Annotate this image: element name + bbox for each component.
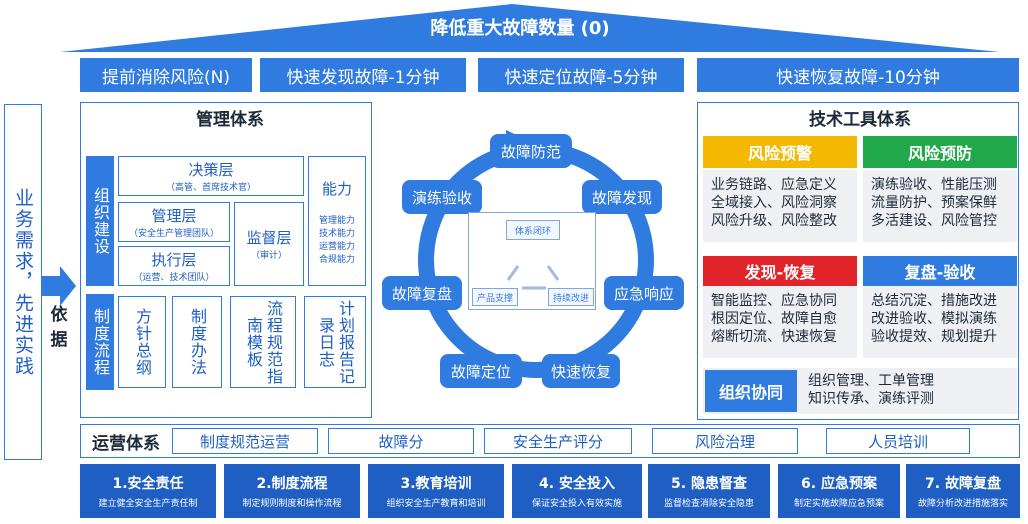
cycle-center-product-support: 产品支撑 xyxy=(472,288,518,306)
process-label: 制度流程 xyxy=(86,294,114,390)
card-review-accept: 总结沉淀、措施改进 改进验收、模拟演练 验收提效、规划提升 xyxy=(863,286,1017,358)
pillar-sub: 故障分析改进措施落实 xyxy=(917,499,1008,509)
cycle-node-recover: 快速恢复 xyxy=(542,354,620,388)
card-detect-recover: 智能监控、应急协同 根因定位、故障自愈 熔断切流、快速恢复 xyxy=(703,286,857,358)
goal-fast-recover: 快速恢复故障-10分钟 xyxy=(697,58,1019,92)
pillar-hazard-inspection: 5. 隐患督查 监督检查消除安全隐患 xyxy=(648,464,770,518)
tech-title: 技术工具体系 xyxy=(809,109,911,130)
cycle-node-respond: 应急响应 xyxy=(604,276,684,310)
pillar-fault-review: 7. 故障复盘 故障分析改进措施落实 xyxy=(906,464,1020,518)
card-risk-warning: 业务链路、应急定义 全域接入、风险洞察 风险升级、风险整改 xyxy=(703,170,857,242)
roof-title: 降低重大故障数量 (0) xyxy=(430,18,610,39)
tag-org-collab: 组织协同 xyxy=(705,370,797,412)
card-line: 组织管理、工单管理 xyxy=(808,373,934,389)
pillar-sub: 制定实施故障应急预案 xyxy=(793,499,884,509)
basis-label: 依据 xyxy=(50,305,68,350)
pillar-training: 3.教育培训 组织安全生产教育和培训 xyxy=(368,464,504,518)
tag-risk-warning: 风险预警 xyxy=(703,136,857,168)
card-line: 演练验收、性能压测 xyxy=(871,177,997,193)
pillar-process: 2.制度流程 制定规则制度和操作流程 xyxy=(224,464,360,518)
pillar-title: 2.制度流程 xyxy=(256,476,328,492)
card-line: 业务链路、应急定义 xyxy=(711,177,837,193)
card-line: 根因定位、故障自愈 xyxy=(711,311,837,327)
card-line: 风险升级、风险整改 xyxy=(711,213,837,229)
card-line: 全域接入、风险洞察 xyxy=(711,195,837,211)
supervision-layer-sub: （审计） xyxy=(250,251,287,261)
supervision-layer-title: 监督层 xyxy=(246,229,292,247)
card-line: 熔断切流、快速恢复 xyxy=(711,329,837,345)
ops-item-training: 人员培训 xyxy=(826,428,970,454)
ops-item-risk-governance: 风险治理 xyxy=(652,428,798,454)
cycle-node-prevent: 故障防范 xyxy=(490,134,572,168)
card-line: 改进验收、模拟演练 xyxy=(871,311,997,327)
cycle-center-closed-loop: 体系闭环 xyxy=(506,220,560,240)
supervision-layer: 监督层 （审计） xyxy=(234,202,304,286)
ability-item: 技术能力 xyxy=(318,228,355,239)
ability-item: 管理能力 xyxy=(318,215,355,226)
pillar-investment: 4. 安全投入 保证安全投入有效实施 xyxy=(512,464,642,518)
org-collab-lines: 组织管理、工单管理 知识传承、演练评测 xyxy=(808,372,1008,408)
tag-risk-prevention: 风险预防 xyxy=(863,136,1017,168)
plan-report-doc: 计划报告记录日志 xyxy=(304,296,366,388)
org-building-label: 组织建设 xyxy=(86,156,114,286)
ability-item: 合规能力 xyxy=(318,254,355,265)
card-line: 智能监控、应急协同 xyxy=(711,293,837,309)
decision-layer: 决策层 （高管、首席技术官） xyxy=(118,156,304,196)
tag-detect-recover: 发现-恢复 xyxy=(703,256,857,286)
card-line: 知识传承、演练评测 xyxy=(808,391,934,407)
business-needs-label: 业务需求，先进实践 xyxy=(4,104,42,460)
basis-arrow xyxy=(42,266,76,306)
cycle-center-arrows xyxy=(506,265,560,290)
pillar-safety-responsibility: 1.安全责任 建立健全安全生产责任制 xyxy=(80,464,216,518)
cycle-node-locate: 故障定位 xyxy=(440,354,522,388)
pillar-title: 4. 安全投入 xyxy=(539,476,615,492)
ability-title: 能力 xyxy=(321,179,352,198)
card-line: 验收提效、规划提升 xyxy=(871,329,997,345)
execution-layer-sub: （运营、技术团队） xyxy=(133,273,215,283)
pillar-sub: 建立健全安全生产责任制 xyxy=(98,499,198,509)
management-layer-sub: （安全生产管理团队） xyxy=(128,229,219,239)
operations-title: 运营体系 xyxy=(92,433,160,454)
card-line: 总结沉淀、措施改进 xyxy=(871,293,997,309)
regulation-doc: 制度办法 xyxy=(172,296,222,388)
card-risk-prevention: 演练验收、性能压测 流量防护、预案保鲜 多活建设、风险管控 xyxy=(863,170,1017,242)
pillar-emergency-plan: 6. 应急预案 制定实施故障应急预案 xyxy=(778,464,900,518)
pillar-title: 7. 故障复盘 xyxy=(925,476,1001,492)
cycle-node-drill: 演练验收 xyxy=(402,180,482,214)
roof-banner xyxy=(60,4,1000,52)
goal-fast-locate: 快速定位故障-5分钟 xyxy=(478,58,684,92)
card-line: 流量防护、预案保鲜 xyxy=(871,195,997,211)
pillar-sub: 监督检查消除安全隐患 xyxy=(663,499,754,509)
ability-item: 运营能力 xyxy=(318,241,355,252)
pillar-title: 5. 隐患督查 xyxy=(671,476,747,492)
pillar-title: 3.教育培训 xyxy=(400,476,472,492)
decision-layer-title: 决策层 xyxy=(188,161,234,179)
ability-box: 能力 管理能力 技术能力 运营能力 合规能力 xyxy=(308,156,366,286)
tag-review-accept: 复盘-验收 xyxy=(863,256,1017,286)
pillar-title: 1.安全责任 xyxy=(112,476,184,492)
card-line: 多活建设、风险管控 xyxy=(871,213,997,229)
cycle-node-detect: 故障发现 xyxy=(582,180,662,214)
cycle-node-review: 故障复盘 xyxy=(382,276,462,310)
management-layer: 管理层 （安全生产管理团队） xyxy=(118,202,230,242)
management-title: 管理体系 xyxy=(196,109,264,130)
pillar-sub: 制定规则制度和操作流程 xyxy=(242,499,342,509)
process-guide-doc: 流程规范指南模板 xyxy=(230,296,296,388)
cycle-center-improve: 持续改进 xyxy=(548,288,594,306)
ops-item-safety-score: 安全生产评分 xyxy=(484,428,632,454)
pillar-sub: 组织安全生产教育和培训 xyxy=(386,499,486,509)
pillar-sub: 保证安全投入有效实施 xyxy=(531,499,622,509)
ops-item-policy: 制度规范运营 xyxy=(172,428,318,454)
ops-item-fault-score: 故障分 xyxy=(328,428,474,454)
execution-layer-title: 执行层 xyxy=(151,251,197,269)
execution-layer: 执行层 （运营、技术团队） xyxy=(118,246,230,286)
pillar-title: 6. 应急预案 xyxy=(801,476,877,492)
goal-fast-detect: 快速发现故障-1分钟 xyxy=(260,58,466,92)
policy-doc: 方针总纲 xyxy=(118,296,166,388)
decision-layer-sub: （高管、首席技术官） xyxy=(165,183,256,193)
management-layer-title: 管理层 xyxy=(151,207,197,225)
goal-eliminate-risk: 提前消除风险(N) xyxy=(80,58,252,92)
